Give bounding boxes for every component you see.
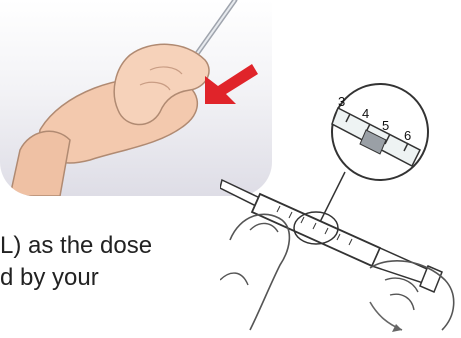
syringe-body <box>220 180 442 292</box>
zoom-tick-3: 3 <box>338 94 345 109</box>
syringe-illustration: 3 4 5 6 <box>220 80 461 338</box>
zoom-tick-5: 5 <box>382 118 389 133</box>
pull-direction-arrow-icon <box>370 302 402 332</box>
zoom-callout: 3 4 5 6 <box>332 84 428 180</box>
instruction-line-1: L) as the dose <box>0 230 152 262</box>
instruction-text: L) as the dose d by your <box>0 230 152 294</box>
zoom-tick-6: 6 <box>404 128 411 143</box>
instruction-line-2: d by your <box>0 262 152 294</box>
zoom-tick-4: 4 <box>362 106 369 121</box>
